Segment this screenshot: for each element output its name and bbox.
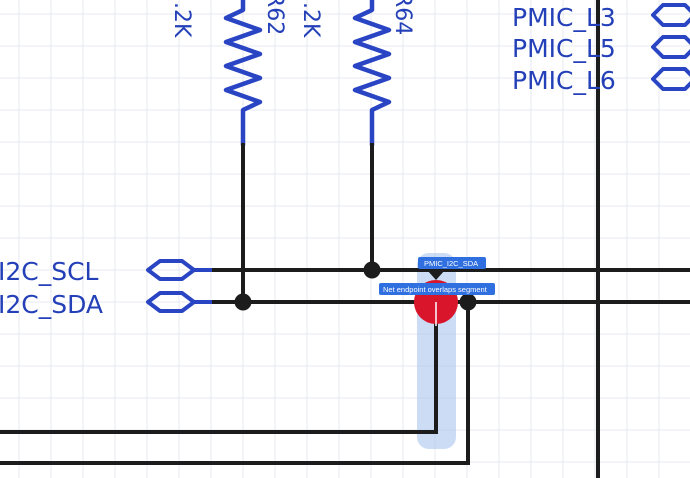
error-tooltip: Net endpoint overlaps segment	[379, 283, 495, 295]
resistor-value-label: .2K	[298, 2, 323, 38]
error-tooltip-text: Net endpoint overlaps segment	[383, 285, 488, 294]
junction-dot	[363, 261, 381, 279]
net-label-i2c-sda: I2C_SDA	[0, 290, 103, 319]
net-port-i2c-scl[interactable]: I2C_SCL	[0, 257, 212, 286]
net-name-tooltip-text: PMIC_I2C_SDA	[424, 259, 478, 268]
port-symbol	[651, 35, 690, 59]
net-port-pmic-l3[interactable]: PMIC_L3	[512, 3, 690, 32]
net-endpoint-marker	[427, 270, 445, 280]
resistor-zigzag	[352, 0, 392, 148]
port-symbol	[651, 3, 690, 27]
junction-dot	[234, 293, 252, 311]
net-name-tooltip: PMIC_I2C_SDA	[418, 257, 486, 269]
wire-selected-sda-branch[interactable]	[0, 300, 438, 434]
resistor-ref-label: R62	[262, 0, 287, 35]
net-port-pmic-l6[interactable]: PMIC_L6	[512, 66, 690, 95]
resistor-ref-label: R64	[390, 0, 415, 35]
net-port-pmic-l5[interactable]: PMIC_L5	[512, 34, 690, 63]
resistor-value-label: .2K	[169, 2, 194, 38]
net-label-pmic-l3: PMIC_L3	[512, 3, 616, 32]
net-label-i2c-scl: I2C_SCL	[0, 257, 99, 286]
net-label-pmic-l5: PMIC_L5	[512, 34, 616, 63]
resistor-r64[interactable]: R64	[352, 0, 415, 148]
net-label-pmic-l6: PMIC_L6	[512, 66, 616, 95]
wire-sda-branch-lower[interactable]	[0, 300, 470, 465]
resistor-left[interactable]: .2K	[169, 0, 263, 148]
net-port-i2c-sda[interactable]: I2C_SDA	[0, 290, 212, 319]
resistor-zigzag	[223, 0, 263, 148]
resistor-r62[interactable]: R62 .2K	[262, 0, 323, 38]
junction-dot	[459, 293, 477, 311]
port-symbol	[651, 67, 690, 91]
